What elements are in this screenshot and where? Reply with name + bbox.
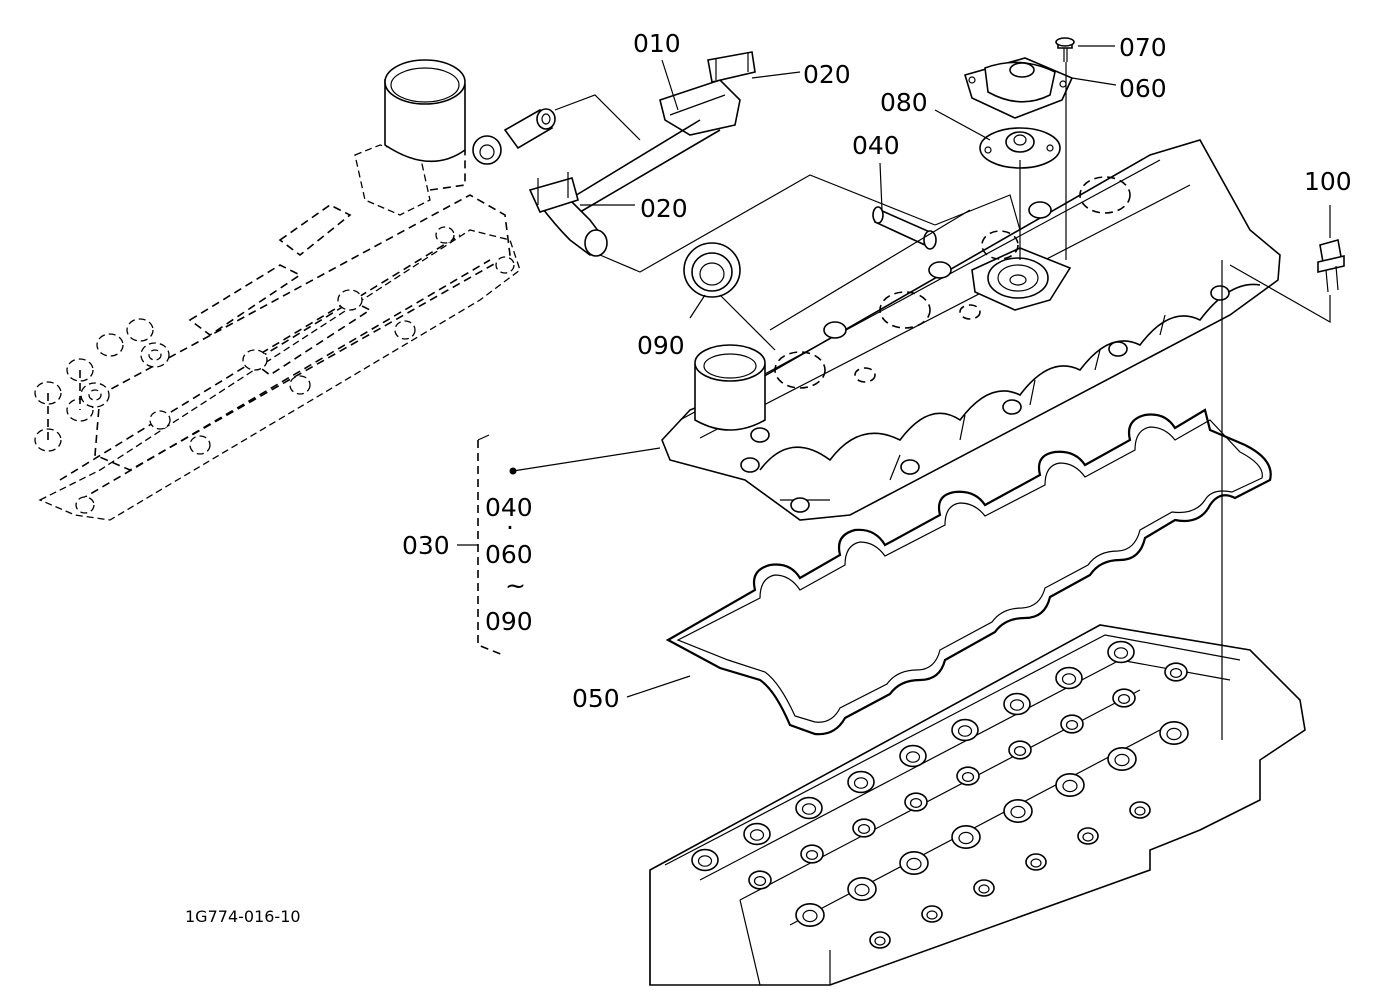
- label-030: 030: [402, 531, 450, 560]
- label-080: 080: [880, 88, 928, 117]
- breather-hose-drawing: [503, 51, 756, 257]
- cover-top-parts-drawing: [683, 37, 1345, 298]
- diagram-id: 1G774-016-10: [185, 907, 301, 926]
- cylinder-head-drawing: [649, 624, 1306, 986]
- label-040: 040: [852, 131, 900, 160]
- label-020-lower: 020: [640, 194, 688, 223]
- assembly-group-top: 040: [485, 493, 533, 522]
- label-050: 050: [572, 684, 620, 713]
- gasket-drawing: [665, 408, 1272, 736]
- label-070: 070: [1119, 33, 1167, 62]
- rocker-cover-drawing: [661, 139, 1281, 521]
- label-090: 090: [637, 331, 685, 360]
- leader-lines: [457, 45, 1331, 740]
- assembly-group-dot: ·: [506, 513, 514, 542]
- label-010: 010: [633, 29, 681, 58]
- label-100: 100: [1304, 167, 1352, 196]
- label-020-upper: 020: [803, 60, 851, 89]
- label-060: 060: [1119, 74, 1167, 103]
- assembly-group-tilde: ~: [505, 571, 526, 600]
- intake-manifold-drawing: [34, 59, 521, 521]
- part-labels: 010 020 020 040 060 070 080 090 100 030 …: [185, 29, 1352, 926]
- assembly-group-middle: 060: [485, 540, 533, 569]
- assembly-group-bottom: 090: [485, 607, 533, 636]
